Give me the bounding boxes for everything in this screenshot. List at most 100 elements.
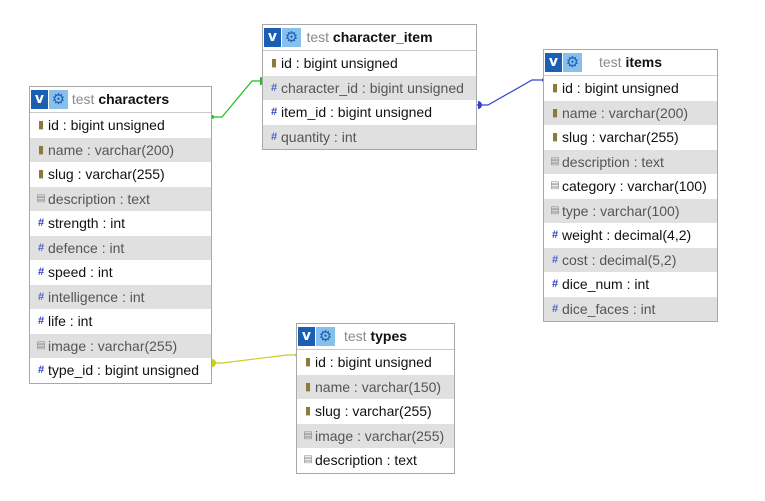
column-row[interactable]: #intelligence : int: [30, 284, 211, 309]
column-row[interactable]: ▮id : bigint unsigned: [544, 76, 717, 101]
relation-characters-to-types: [212, 353, 299, 367]
number-icon: #: [551, 278, 559, 290]
column-row[interactable]: ▮slug : varchar(255): [30, 162, 211, 187]
key-icon: ▮: [304, 356, 312, 368]
toggle-columns-icon[interactable]: v: [298, 327, 315, 346]
column-row[interactable]: #dice_num : int: [544, 272, 717, 297]
column-label: weight : decimal(4,2): [562, 227, 692, 243]
table-title: test items: [544, 50, 717, 75]
column-row[interactable]: #character_id : bigint unsigned: [263, 75, 476, 100]
column-label: slug : varchar(255): [315, 403, 432, 419]
column-label: type : varchar(100): [562, 202, 680, 219]
column-row[interactable]: ▮id : bigint unsigned: [263, 51, 476, 76]
key-icon: ▮: [304, 380, 312, 393]
table-name: types: [370, 328, 408, 344]
key-icon: ▮: [37, 143, 45, 156]
column-row[interactable]: ▤category : varchar(100): [544, 174, 717, 199]
column-label: image : varchar(255): [48, 337, 178, 354]
column-row[interactable]: #cost : decimal(5,2): [544, 247, 717, 272]
table-title: test characters: [30, 87, 211, 112]
column-label: dice_num : int: [562, 276, 650, 292]
number-icon: #: [37, 217, 45, 229]
column-label: quantity : int: [281, 128, 357, 145]
column-row[interactable]: ▤description : text: [544, 149, 717, 174]
column-row[interactable]: ▮id : bigint unsigned: [30, 113, 211, 138]
column-label: name : varchar(200): [48, 141, 175, 158]
column-row[interactable]: ▤description : text: [30, 186, 211, 211]
column-row[interactable]: ▤image : varchar(255): [30, 333, 211, 358]
toggle-columns-icon[interactable]: v: [31, 90, 48, 109]
table-title: test character_item: [263, 25, 476, 50]
database-name: test: [71, 91, 95, 107]
number-icon: #: [37, 364, 45, 376]
table-name: items: [625, 54, 663, 70]
column-row[interactable]: ▮name : varchar(150): [297, 374, 454, 399]
number-icon: #: [270, 130, 278, 143]
column-row[interactable]: #speed : int: [30, 260, 211, 285]
column-label: item_id : bigint unsigned: [281, 104, 432, 120]
text-icon: ▤: [303, 454, 313, 465]
gear-icon[interactable]: ⚙: [563, 53, 582, 72]
column-label: description : text: [315, 452, 417, 468]
column-label: character_id : bigint unsigned: [281, 79, 464, 96]
number-icon: #: [551, 229, 559, 241]
column-label: category : varchar(100): [562, 178, 707, 194]
column-row[interactable]: #item_id : bigint unsigned: [263, 100, 476, 125]
toggle-columns-icon[interactable]: v: [264, 28, 281, 47]
key-icon: ▮: [551, 106, 559, 119]
column-label: cost : decimal(5,2): [562, 251, 677, 268]
column-row[interactable]: #type_id : bigint unsigned: [30, 358, 211, 383]
column-row[interactable]: #quantity : int: [263, 124, 476, 149]
column-row[interactable]: #weight : decimal(4,2): [544, 223, 717, 248]
text-icon: ▤: [550, 204, 560, 216]
column-row[interactable]: ▤type : varchar(100): [544, 198, 717, 223]
number-icon: #: [37, 290, 45, 303]
column-label: name : varchar(200): [562, 104, 689, 121]
column-label: life : int: [48, 313, 93, 329]
column-label: image : varchar(255): [315, 427, 445, 444]
relation-character-item-to-items: [476, 78, 546, 109]
column-label: description : text: [48, 190, 150, 207]
column-label: intelligence : int: [48, 288, 145, 305]
column-row[interactable]: #life : int: [30, 309, 211, 334]
key-icon: ▮: [551, 131, 559, 143]
column-row[interactable]: ▮slug : varchar(255): [544, 125, 717, 150]
column-row[interactable]: #strength : int: [30, 211, 211, 236]
gear-icon[interactable]: ⚙: [316, 327, 335, 346]
column-row[interactable]: ▤description : text: [297, 448, 454, 473]
column-row[interactable]: #dice_faces : int: [544, 296, 717, 321]
column-label: id : bigint unsigned: [315, 354, 432, 370]
gear-icon[interactable]: ⚙: [49, 90, 68, 109]
number-icon: #: [551, 253, 559, 266]
column-label: dice_faces : int: [562, 300, 656, 317]
column-row[interactable]: #defence : int: [30, 235, 211, 260]
text-icon: ▤: [303, 429, 313, 441]
column-row[interactable]: ▮id : bigint unsigned: [297, 350, 454, 375]
key-icon: ▮: [37, 119, 45, 131]
column-row[interactable]: ▮name : varchar(200): [30, 137, 211, 162]
key-icon: ▮: [304, 405, 312, 417]
number-icon: #: [270, 81, 278, 94]
column-label: id : bigint unsigned: [281, 55, 398, 71]
toggle-columns-icon[interactable]: v: [545, 53, 562, 72]
text-icon: ▤: [550, 155, 560, 167]
database-name: test: [598, 54, 622, 70]
column-label: id : bigint unsigned: [562, 80, 679, 96]
column-row[interactable]: ▤image : varchar(255): [297, 423, 454, 448]
key-icon: ▮: [551, 82, 559, 94]
number-icon: #: [551, 302, 559, 315]
column-row[interactable]: ▮name : varchar(200): [544, 100, 717, 125]
number-icon: #: [37, 315, 45, 327]
number-icon: #: [270, 106, 278, 118]
relation-character-item-to-characters: [210, 77, 264, 119]
column-row[interactable]: ▮slug : varchar(255): [297, 399, 454, 424]
gear-icon[interactable]: ⚙: [282, 28, 301, 47]
